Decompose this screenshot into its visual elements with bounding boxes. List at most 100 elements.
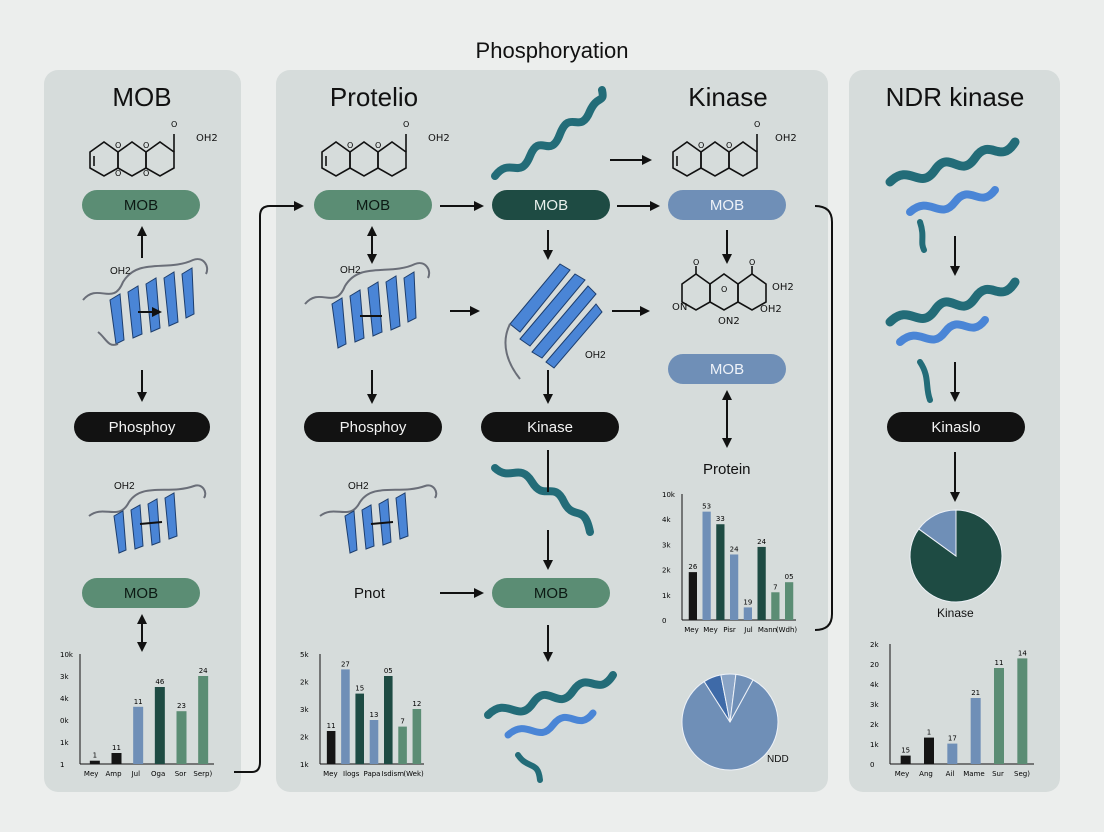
svg-text:O: O	[754, 120, 760, 129]
bar	[341, 669, 350, 764]
chem-label: OH2	[196, 133, 218, 144]
svg-text:O: O	[115, 169, 121, 178]
svg-text:O: O	[749, 258, 755, 267]
data-label: 14	[1018, 649, 1027, 657]
phospho-node[interactable]: Phosphoy	[304, 412, 442, 442]
y-tick-label: 10k	[662, 491, 676, 499]
y-tick-label: 2k	[300, 679, 309, 687]
mob-node[interactable]: MOB	[492, 578, 610, 608]
oh-label: OH2	[110, 266, 131, 277]
beta-sheet-protein-icon	[88, 484, 207, 554]
bar	[355, 693, 364, 764]
x-tick-label: (Wek)	[403, 770, 424, 778]
y-tick-label: 1k	[662, 592, 671, 600]
bar	[154, 687, 165, 764]
chem-label: OH2	[775, 133, 797, 144]
bar	[412, 709, 422, 764]
protein-label: Protein	[703, 461, 751, 478]
svg-text:O: O	[693, 258, 699, 267]
mob-node[interactable]: MOB	[82, 578, 200, 608]
svg-text:O: O	[403, 120, 409, 129]
panel-title-ndr: NDR kinase	[885, 82, 1025, 112]
data-label: 27	[341, 660, 350, 668]
x-tick-label: Jul	[743, 626, 753, 634]
x-tick-label: Mey	[323, 770, 338, 778]
y-tick-label: 1k	[60, 739, 69, 747]
x-tick-label: Mame	[963, 770, 984, 778]
bar	[730, 554, 739, 620]
bar	[900, 755, 911, 764]
data-label: 1	[927, 729, 931, 737]
mob-node[interactable]: MOB	[314, 190, 432, 220]
x-tick-label: Serp)	[193, 770, 212, 778]
beta-sheet-protein-icon	[319, 484, 438, 554]
x-tick-label: Sur	[992, 770, 1004, 778]
panel-title-protein: Protelio	[329, 82, 419, 112]
data-label: 15	[355, 685, 364, 693]
chem-label: OH2	[772, 282, 794, 293]
x-tick-label: Mey	[703, 626, 718, 634]
data-label: 24	[757, 538, 766, 546]
data-label: 24	[730, 545, 739, 553]
data-label: 7	[400, 718, 404, 726]
pnot-label: Pnot	[354, 585, 385, 602]
bar	[1017, 658, 1028, 764]
x-tick-label: Mey	[895, 770, 910, 778]
phospho-node[interactable]: Phosphoy	[74, 412, 210, 442]
svg-text:O: O	[375, 141, 381, 150]
x-tick-label: Mann	[758, 626, 777, 634]
mob-node[interactable]: MOB	[492, 190, 610, 220]
svg-text:O: O	[347, 141, 353, 150]
mob-node[interactable]: MOB	[668, 190, 786, 220]
bar	[89, 760, 100, 764]
svg-text:O: O	[143, 169, 149, 178]
mob-node[interactable]: MOB	[668, 354, 786, 384]
pie-slice	[681, 679, 779, 771]
y-tick-label: 2k	[300, 734, 309, 742]
bar	[688, 572, 697, 620]
y-tick-label: 5k	[300, 651, 309, 659]
x-tick-label: (Wdh)	[776, 626, 798, 634]
bar	[198, 676, 209, 764]
data-label: 53	[702, 503, 711, 511]
x-tick-label: Isdism	[382, 770, 405, 778]
y-tick-label: 4k	[60, 695, 69, 703]
data-label: 11	[134, 698, 143, 706]
bar	[369, 720, 379, 764]
y-tick-label: 2k	[870, 641, 879, 649]
kinase-node[interactable]: Kinaslo	[887, 412, 1025, 442]
y-tick-label: 3k	[870, 701, 879, 709]
data-label: 05	[785, 573, 794, 581]
data-label: 11	[112, 744, 121, 752]
x-tick-label: Papa	[364, 770, 381, 778]
beta-sheet-protein-icon	[82, 258, 209, 346]
data-label: 11	[995, 659, 1004, 667]
oh-label: OH2	[585, 350, 606, 361]
y-tick-label: 10k	[60, 651, 74, 659]
svg-text:O: O	[143, 141, 149, 150]
x-tick-label: Amp	[105, 770, 122, 778]
mob-node[interactable]: MOB	[82, 190, 200, 220]
panel-title-mob: MOB	[112, 82, 172, 112]
bar	[384, 676, 393, 764]
chem-label: ON2	[718, 316, 740, 327]
data-label: 21	[971, 689, 980, 697]
svg-text:O: O	[115, 141, 121, 150]
ndd-label: NDD	[767, 754, 789, 765]
bar	[994, 668, 1004, 764]
bar	[326, 731, 336, 764]
data-label: 33	[716, 515, 725, 523]
bar	[111, 753, 122, 764]
x-tick-label: Ail	[946, 770, 955, 778]
kinase-node[interactable]: Kinase	[481, 412, 619, 442]
bar	[771, 592, 780, 620]
x-tick-label: Jul	[131, 770, 141, 778]
svg-text:O: O	[726, 141, 732, 150]
y-tick-label: 3k	[300, 706, 309, 714]
bar	[716, 524, 725, 620]
y-tick-label: 3k	[662, 541, 671, 549]
data-label: 17	[948, 735, 957, 743]
